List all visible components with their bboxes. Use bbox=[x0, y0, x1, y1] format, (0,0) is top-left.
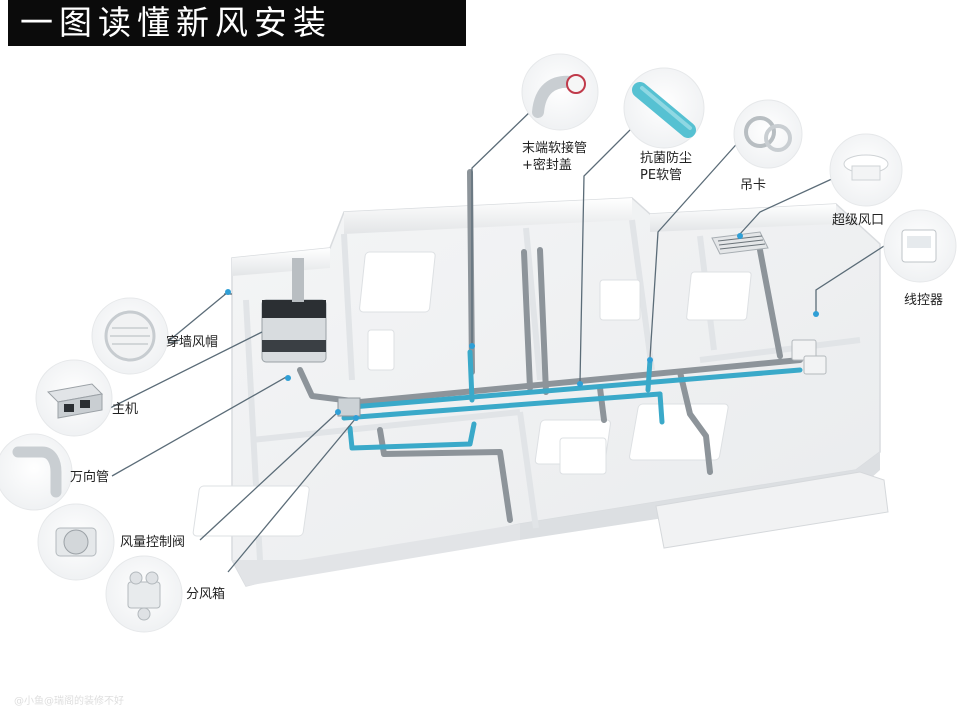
label-pe-hose: 抗菌防尘 PE软管 bbox=[640, 150, 692, 184]
terminal-boxes bbox=[791, 339, 827, 375]
label-vent: 超级风口 bbox=[832, 213, 885, 228]
connector-dots bbox=[225, 233, 819, 421]
label-terminal-hose-line2: +密封盖 bbox=[522, 158, 572, 173]
distribution-box-graphic bbox=[337, 397, 361, 417]
title-banner: 一图读懂新风安装 bbox=[8, 0, 466, 46]
vent-icon bbox=[829, 133, 903, 207]
controller-icon bbox=[883, 209, 957, 283]
fresh-air-duct-network bbox=[337, 349, 803, 451]
label-wall-hood: 穿墙风帽 bbox=[166, 335, 219, 350]
label-main-unit: 主机 bbox=[112, 402, 139, 417]
page-title: 一图读懂新风安装 bbox=[20, 3, 332, 42]
label-hanger: 吊卡 bbox=[740, 178, 767, 193]
label-terminal-hose: 末端软接管 +密封盖 bbox=[522, 140, 587, 174]
label-pe-hose-line2: PE软管 bbox=[640, 168, 683, 183]
label-damper: 风量控制阀 bbox=[120, 535, 186, 550]
label-distribution-box: 分风箱 bbox=[186, 587, 226, 602]
terminal-hose-icon bbox=[521, 53, 599, 131]
leader-lines bbox=[109, 107, 885, 573]
pe-hose-icon bbox=[623, 67, 705, 149]
label-universal-pipe: 万向管 bbox=[70, 470, 110, 485]
label-controller: 线控器 bbox=[904, 293, 944, 308]
main-unit-graphic bbox=[261, 258, 327, 363]
component-icons bbox=[0, 53, 957, 633]
label-pe-hose-line1: 抗菌防尘 bbox=[640, 151, 693, 166]
universal-pipe-icon bbox=[0, 433, 73, 511]
damper-icon bbox=[37, 503, 115, 581]
main-unit-icon bbox=[35, 359, 113, 437]
distribution-box-icon bbox=[105, 555, 183, 633]
furniture bbox=[192, 251, 752, 537]
wall-hood-icon bbox=[91, 297, 169, 375]
watermark: @小鱼@瑞阁的装修不好 bbox=[14, 696, 124, 707]
hanger-icon bbox=[733, 99, 803, 169]
room-partitions bbox=[243, 219, 861, 561]
label-terminal-hose-line1: 末端软接管 bbox=[522, 141, 588, 156]
